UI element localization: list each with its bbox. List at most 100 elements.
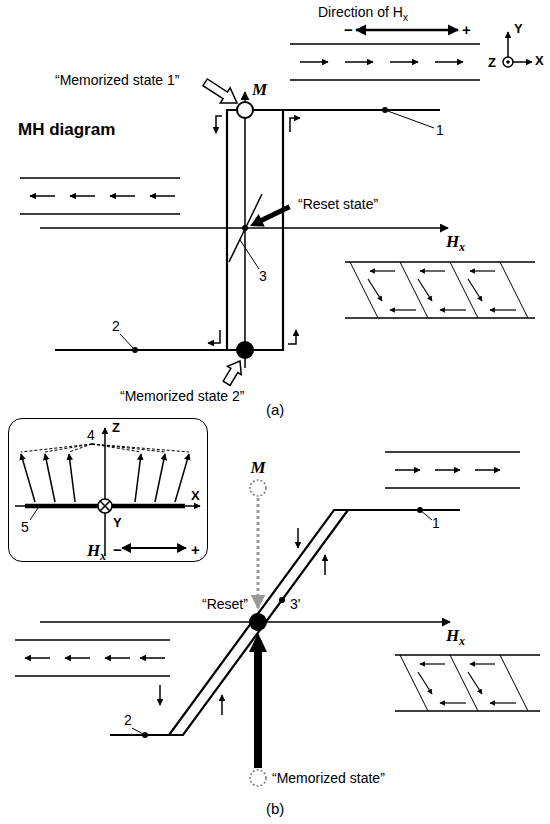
callout-number: 1: [436, 122, 444, 138]
leader-line: [385, 110, 434, 128]
callout-number: 4: [87, 427, 95, 443]
loop-direction-arrow: [159, 685, 161, 705]
moment-arrow: [390, 61, 418, 63]
field-direction-arrow: [356, 29, 458, 32]
moment-arrow: [110, 195, 135, 197]
magnetization-arrow: [249, 633, 267, 652]
sign-symbol: −: [113, 541, 122, 558]
field-direction-arrow: [122, 547, 186, 549]
moment-arrow: [135, 454, 141, 502]
moment-arrow: [395, 469, 420, 471]
subscript: x: [459, 635, 465, 649]
coordinate-label: Z: [112, 421, 120, 436]
loop-direction-arrow: [221, 695, 223, 715]
subscript: x: [100, 550, 106, 564]
moment-arrow: [370, 270, 395, 271]
hollow-pointer-arrow: [220, 357, 247, 388]
moment-arrow: [470, 663, 495, 664]
loop-direction-arrow: [324, 555, 326, 575]
moment-arrow: [45, 454, 55, 502]
reset-pointer-arrow: [247, 200, 293, 232]
moment-arrow: [345, 61, 373, 63]
dotted-state-circle: [250, 770, 266, 786]
moment-arrow: [435, 61, 463, 63]
moment-arrow: [368, 279, 382, 301]
memorized-state-marker: [236, 341, 254, 359]
point-marker: [382, 107, 388, 113]
moment-arrow: [300, 61, 328, 63]
moment-arrow: [435, 469, 460, 471]
sign-symbol: +: [462, 21, 471, 38]
reset-state-marker: [249, 613, 267, 631]
moment-arrow: [420, 270, 445, 271]
moment-arrow: [390, 309, 416, 310]
point-marker: [417, 507, 423, 513]
callout-number: 5: [21, 519, 29, 535]
loop-direction-arrow: [288, 330, 296, 344]
domain-wall: [400, 655, 528, 711]
diagram-heading: MH diagram: [18, 120, 115, 140]
domain-stripe: [345, 262, 535, 318]
axis-label: M: [251, 458, 266, 478]
subscript: x: [403, 12, 408, 24]
sign-symbol: +: [191, 541, 200, 558]
moment-arrow: [21, 454, 35, 502]
moment-arrow: [420, 663, 445, 664]
loop-direction-arrow: [216, 116, 222, 133]
domain-stripe: [20, 178, 180, 214]
coordinate-label: Y: [113, 516, 122, 531]
out-of-plane-symbol: [503, 57, 513, 67]
moment-arrow: [175, 454, 189, 502]
moment-arrow: [490, 309, 516, 310]
moment-arrow: [150, 195, 175, 197]
axis-label: H: [446, 626, 459, 646]
magnetization-arrow: [254, 650, 262, 768]
moment-arrow: [470, 270, 495, 271]
coordinate-label: Z: [488, 56, 496, 71]
loop-direction-arrow: [208, 330, 220, 343]
moment-arrow: [475, 469, 500, 471]
sign-symbol: −: [344, 21, 353, 38]
moment-arrow: [418, 672, 432, 694]
moment-arrow: [70, 195, 95, 197]
moment-arrow: [155, 454, 165, 502]
moment-arrow: [440, 702, 466, 703]
subscript: x: [459, 241, 465, 255]
callout-number: 3': [290, 596, 300, 612]
moment-arrow: [468, 672, 482, 694]
coordinate-label: X: [535, 54, 544, 69]
panel-label: (a): [266, 401, 284, 418]
moment-arrow: [105, 657, 130, 659]
moment-arrow: [440, 309, 466, 310]
loop-direction-arrow: [297, 528, 299, 548]
domain-stripe: [290, 44, 480, 80]
point-marker: [132, 347, 138, 353]
into-plane-symbol: [98, 499, 112, 513]
leader-line: [21, 444, 189, 452]
axis-label: H: [446, 232, 459, 252]
callout-number: 1: [432, 515, 440, 531]
hysteresis-loop: [55, 110, 440, 350]
callout-number: 2: [112, 318, 120, 334]
state-label: “Memorized state 2”: [120, 388, 244, 404]
point-marker: [279, 597, 285, 603]
domain-stripe: [385, 452, 520, 488]
coordinate-label: Y: [514, 22, 523, 37]
state-label: “Memorized state 1”: [55, 72, 179, 88]
axis-label: M: [252, 80, 267, 100]
callout-number: 3: [259, 268, 267, 284]
moment-arrow: [69, 454, 75, 502]
point-marker: [142, 732, 148, 738]
panel-label: (b): [266, 800, 284, 817]
moment-arrow: [468, 279, 482, 301]
dotted-state-circle: [250, 480, 266, 496]
hysteresis-loop: [110, 510, 460, 735]
memorized-state-marker: [237, 102, 253, 118]
domain-stripe: [15, 640, 170, 676]
moment-arrow: [490, 702, 516, 703]
moment-arrow: [140, 657, 165, 659]
axis-label: H: [87, 541, 100, 561]
leader-line: [240, 240, 259, 269]
